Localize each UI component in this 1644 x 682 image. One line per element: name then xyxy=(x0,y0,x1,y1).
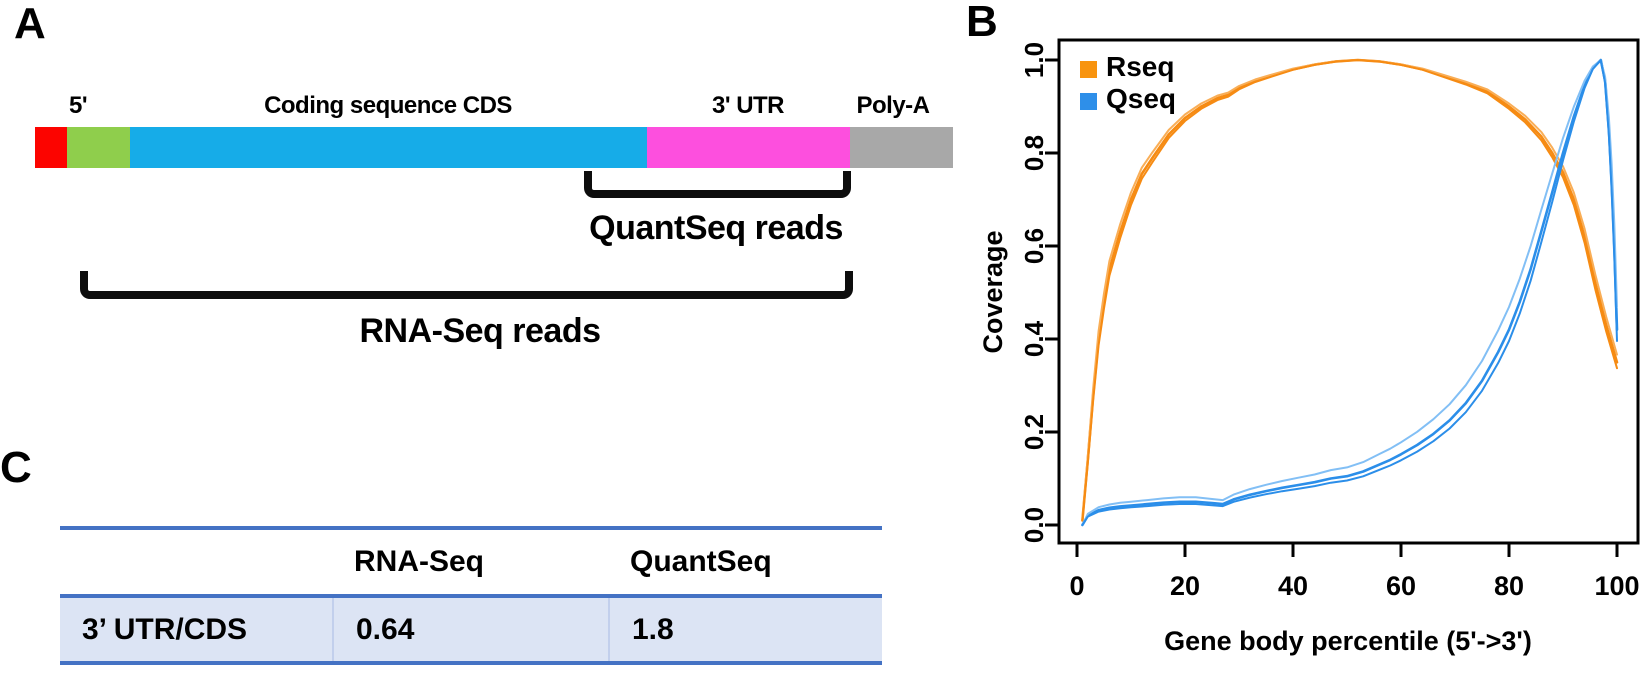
quantseq-reads-label: QuantSeq reads xyxy=(589,209,843,247)
x-axis-tick-label: 100 xyxy=(1594,571,1639,601)
value-cell-rnaseq: 0.64 xyxy=(332,598,608,661)
five-prime-label: 5' xyxy=(68,92,88,119)
header-cell-blank xyxy=(60,530,332,594)
value-cell-quantseq: 1.8 xyxy=(608,598,882,661)
series-line-rseq xyxy=(1081,58,1619,522)
x-axis-tick-label: 80 xyxy=(1494,571,1524,601)
legend-label-rseq: Rseq xyxy=(1106,51,1174,82)
panel-b-label: B xyxy=(966,0,998,46)
y-axis-tick-label: 0.2 xyxy=(1019,414,1049,450)
x-axis-tick-label: 20 xyxy=(1170,571,1200,601)
panel-a-label: A xyxy=(14,0,46,48)
table-header-rule xyxy=(60,594,882,598)
poly-a-label: Poly-A xyxy=(856,92,930,119)
cds-label: Coding sequence CDS xyxy=(264,92,512,119)
y-axis-tick-label: 0.6 xyxy=(1019,228,1049,264)
table-bottom-rule xyxy=(60,661,882,665)
legend-swatch-qseq xyxy=(1080,93,1097,110)
row-label-cell: 3’ UTR/CDS xyxy=(60,598,332,661)
series-line-qseq xyxy=(1081,58,1619,527)
gene-segment-three-prime-utr xyxy=(647,127,850,168)
series-line-rseq-rep1 xyxy=(1081,59,1618,521)
gene-segment-poly-a xyxy=(850,127,953,168)
x-axis-title: Gene body percentile (5'->3') xyxy=(1164,626,1532,656)
y-axis-title: Coverage xyxy=(978,230,1008,353)
rnaseq-reads-bracket xyxy=(80,271,853,299)
x-axis-tick-label: 0 xyxy=(1069,571,1084,601)
y-axis-tick-label: 0.4 xyxy=(1019,320,1049,357)
gene-segment-cds xyxy=(130,127,647,168)
y-axis-tick-label: 0.8 xyxy=(1019,135,1049,171)
series-line-qseq-rep2 xyxy=(1081,59,1618,526)
series-line-rseq-rep2 xyxy=(1081,59,1618,522)
y-axis-tick-label: 0.0 xyxy=(1019,507,1049,543)
panel-c-label: C xyxy=(0,443,32,492)
legend-swatch-rseq xyxy=(1080,61,1097,78)
gene-segment-five-prime-utr xyxy=(67,127,130,168)
y-axis-tick-label: 1.0 xyxy=(1019,42,1049,78)
quantseq-reads-bracket xyxy=(584,171,851,198)
legend-label-qseq: Qseq xyxy=(1106,83,1176,114)
table-top-rule xyxy=(60,526,882,530)
header-cell-rnaseq: RNA-Seq xyxy=(332,530,608,594)
x-axis-tick-label: 60 xyxy=(1386,571,1416,601)
gene-segment-five-prime-cap xyxy=(35,127,67,168)
header-cell-quantseq: QuantSeq xyxy=(608,530,882,594)
rnaseq-reads-label: RNA-Seq reads xyxy=(359,312,601,350)
plot-frame xyxy=(1057,38,1640,545)
three-utr-label: 3' UTR xyxy=(711,92,785,119)
x-axis-tick-label: 40 xyxy=(1278,571,1308,601)
series-line-qseq-rep1 xyxy=(1081,59,1618,526)
